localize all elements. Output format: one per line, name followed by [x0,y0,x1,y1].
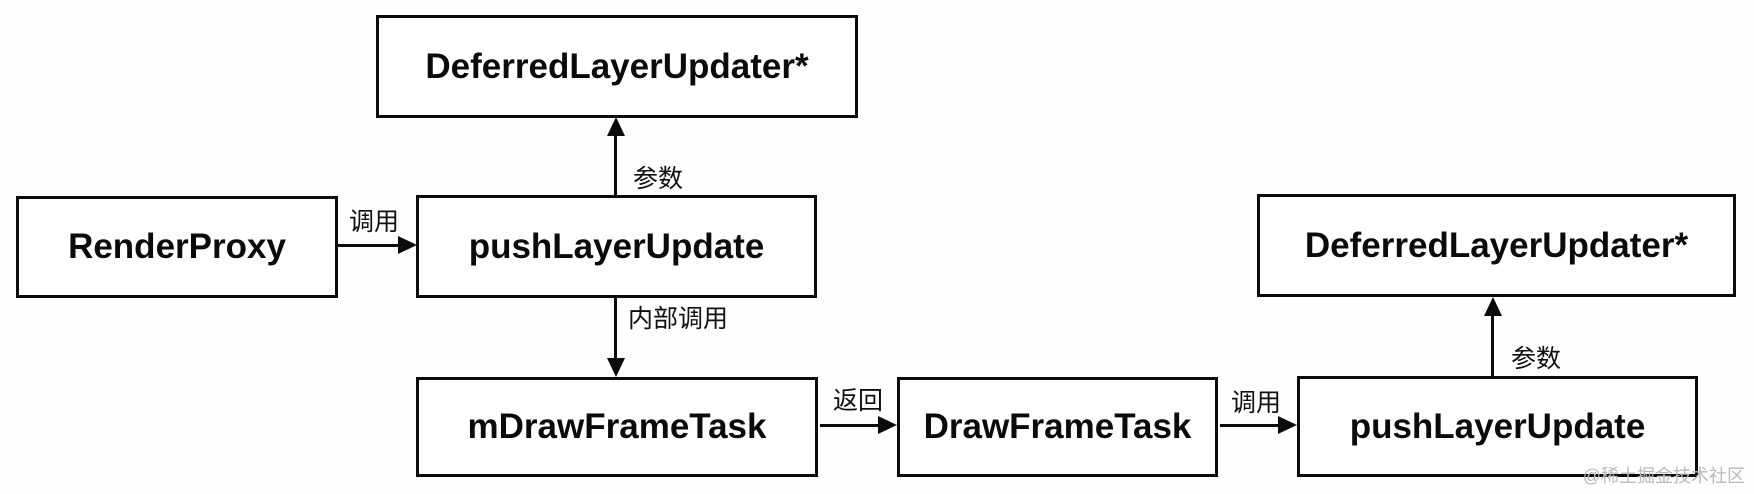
edge-line-renderproxy-to-pushlayerupdate [338,244,402,247]
edge-label-internal-call: 内部调用 [628,305,729,333]
edge-line-pushlayerupdate-to-deferredlayerupdater-right [1491,313,1494,376]
watermark: @稀土掘金技术社区 [1582,466,1745,486]
node-draw-frame-task: DrawFrameTask [897,377,1218,477]
arrowhead-down-icon [607,358,625,377]
edge-line-drawframetask-to-pushlayerupdate [1220,424,1280,427]
node-push-layer-update-right: pushLayerUpdate [1297,376,1698,477]
node-label-deferred-layer-updater-right: DeferredLayerUpdater* [1304,225,1689,265]
node-deferred-layer-updater-top: DeferredLayerUpdater* [376,15,858,118]
edge-label-call-1: 调用 [349,208,400,236]
node-label-push-layer-update-right: pushLayerUpdate [1349,406,1646,446]
node-label-draw-frame-task: DrawFrameTask [923,407,1192,446]
edge-line-mdrawframetask-to-drawframetask [820,424,880,427]
edge-line-pushlayerupdate-to-mdrawframetask [614,298,617,360]
node-m-draw-frame-task: mDrawFrameTask [416,377,818,477]
node-label-push-layer-update-left: pushLayerUpdate [468,226,765,266]
arrowhead-right-icon [878,416,897,434]
node-label-deferred-layer-updater-top: DeferredLayerUpdater* [425,46,809,86]
node-push-layer-update-left: pushLayerUpdate [416,195,817,298]
node-label-m-draw-frame-task: mDrawFrameTask [467,407,767,446]
node-label-render-proxy: RenderProxy [68,227,286,266]
arrowhead-right-icon [398,236,417,254]
arrowhead-up-icon [1484,297,1502,316]
node-deferred-layer-updater-right: DeferredLayerUpdater* [1257,194,1736,297]
edge-label-call-2: 调用 [1231,389,1282,417]
arrowhead-up-icon [607,117,625,136]
edge-label-param-2: 参数 [1511,345,1562,373]
edge-label-param-1: 参数 [633,165,684,193]
node-render-proxy: RenderProxy [16,196,338,298]
edge-label-return: 返回 [833,387,884,415]
arrowhead-right-icon [1278,416,1297,434]
edge-line-pushlayerupdate-to-deferredlayerupdater [614,133,617,195]
